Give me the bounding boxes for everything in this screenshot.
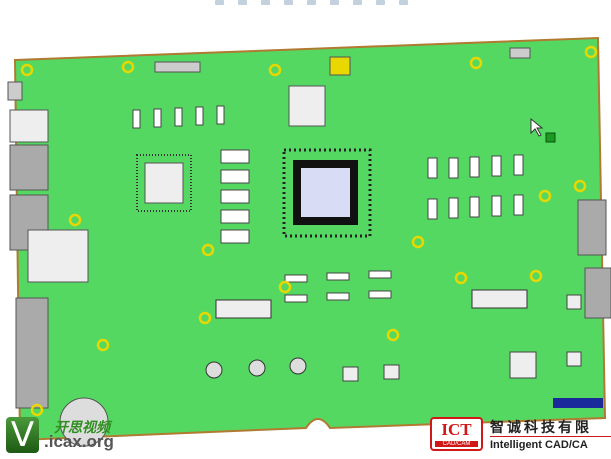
appearance-icon[interactable]	[353, 0, 362, 5]
bga-die	[301, 168, 350, 217]
ict-watermark: ICT CAD/CAM 智诚科技有限 Intelligent CAD/CA	[430, 417, 611, 457]
usb-connector	[7, 81, 23, 101]
icax-watermark: V 开思视频 .icax.org	[6, 415, 126, 455]
view-orient-icon[interactable]	[215, 0, 224, 5]
hdmi-connector	[9, 144, 49, 191]
top-right-connector	[509, 47, 531, 59]
company-divider	[490, 436, 611, 437]
ffc-connector-right	[471, 289, 528, 309]
pan-icon[interactable]	[261, 0, 270, 5]
ic-outline-left	[136, 154, 192, 212]
display-style-icon[interactable]	[284, 0, 293, 5]
heads-up-toolbar	[215, 0, 445, 8]
led-green	[545, 132, 556, 143]
ic-square-left	[144, 162, 184, 204]
capacitor-stack	[220, 149, 250, 244]
icax-logo: V	[6, 417, 39, 453]
resistor-row-top	[132, 105, 225, 129]
electrolytic-caps	[205, 357, 307, 379]
small-pads-center	[284, 270, 392, 303]
header-connector	[15, 297, 49, 409]
ict-logo-text: ICT	[441, 420, 472, 439]
component-grid-right	[427, 154, 524, 220]
icax-url: .icax.org	[44, 432, 114, 451]
ic-square-top	[288, 85, 326, 127]
render-icon[interactable]	[399, 0, 408, 5]
small-squares	[342, 294, 582, 382]
icax-cn-text: 开思视频	[54, 419, 110, 435]
ffc-connector-left	[215, 299, 272, 319]
bottom-connector	[553, 398, 603, 408]
mouse-cursor-icon	[530, 117, 544, 137]
rotate-icon[interactable]	[238, 0, 247, 5]
top-connector	[154, 61, 201, 73]
company-cn-name: 智诚科技有限	[490, 419, 592, 435]
coin-battery	[59, 397, 109, 447]
section-icon[interactable]	[307, 0, 316, 5]
ict-logo: ICT CAD/CAM	[430, 417, 483, 451]
right-connector	[577, 199, 607, 256]
scene-icon[interactable]	[376, 0, 385, 5]
eth-connector	[9, 109, 49, 143]
company-en-name: Intelligent CAD/CA	[490, 439, 588, 451]
mounting-holes	[20, 45, 598, 417]
right-connector-2	[584, 267, 611, 319]
ict-logo-sub: CAD/CAM	[435, 441, 478, 447]
yellow-pad	[329, 56, 351, 76]
hide-show-icon[interactable]	[330, 0, 339, 5]
bga-outline	[282, 148, 372, 238]
sd-slot	[27, 229, 89, 283]
